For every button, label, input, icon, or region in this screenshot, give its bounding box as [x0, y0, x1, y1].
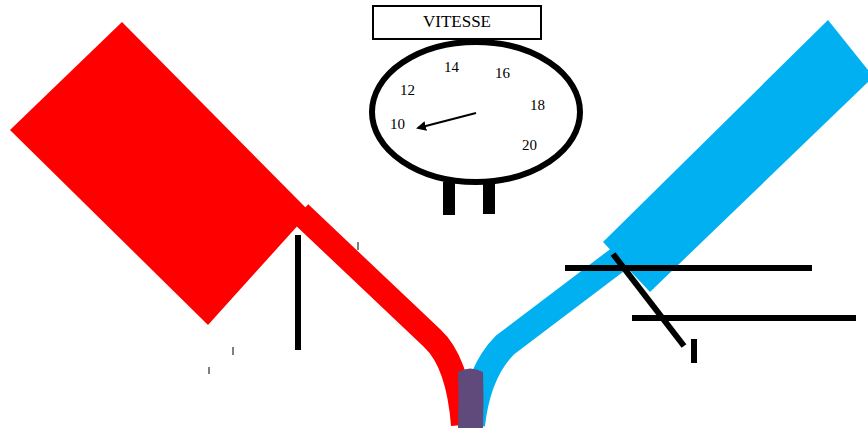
title-box: VITESSE: [372, 5, 542, 40]
rail-line: [565, 265, 812, 271]
gauge-number: 10: [390, 117, 405, 132]
node-text: VITESSE: [423, 13, 491, 32]
tick-mark: [358, 242, 359, 250]
tick-mark: [209, 367, 210, 374]
blue-band: [472, 258, 620, 425]
mix-zone: [458, 369, 484, 429]
lever-stop: [691, 339, 697, 363]
gauge-number: 16: [495, 66, 510, 81]
gauge-needle: [418, 113, 476, 128]
red-band: [300, 213, 463, 425]
red-tank: [10, 22, 310, 325]
gauge-number: 18: [530, 98, 545, 113]
gauge-leg: [483, 182, 495, 214]
speed-gauge: [372, 42, 580, 182]
gauge-number: 14: [444, 60, 459, 75]
tick-mark: [233, 347, 234, 355]
blue-tank: [603, 20, 868, 292]
gauge-number: 20: [522, 138, 537, 153]
gauge-leg: [443, 182, 455, 215]
lever-rod: [295, 235, 301, 350]
gauge-number: 12: [400, 83, 415, 98]
lever-arm: [613, 254, 684, 346]
